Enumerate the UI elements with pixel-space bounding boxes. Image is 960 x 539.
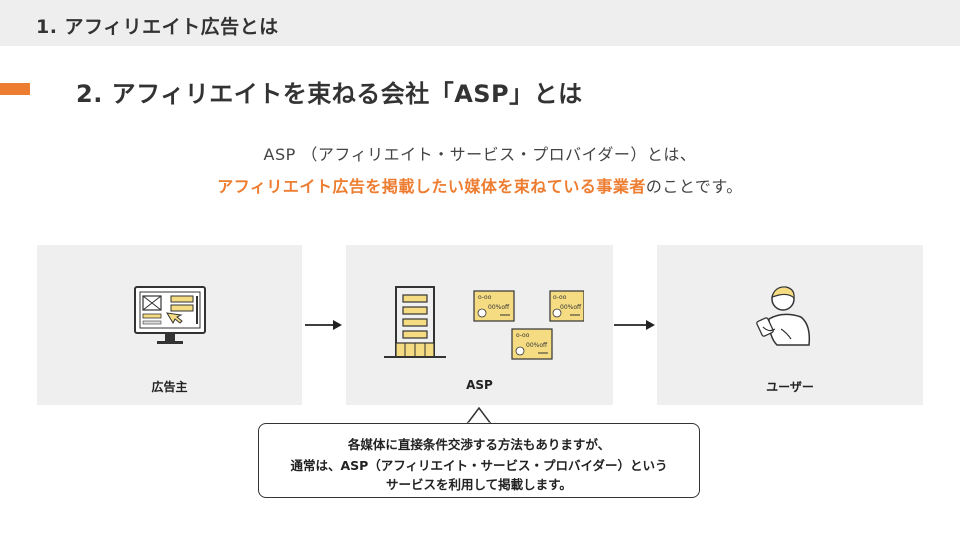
svg-text:00%off: 00%off — [560, 304, 582, 311]
advertiser-label: 広告主 — [151, 380, 188, 394]
page-title: 1. アフィリエイト広告とは — [36, 16, 279, 38]
arrow-right-icon — [614, 320, 655, 330]
arrow-right-icon — [305, 320, 342, 330]
section-title: 2. アフィリエイトを束ねる会社「ASP」とは — [76, 80, 583, 108]
intro-line-2: アフィリエイト広告を掲載したい媒体を束ねている事業者のことです。 — [0, 173, 960, 197]
svg-text:o-oo: o-oo — [553, 294, 567, 301]
intro-line-1: ASP （アフィリエイト・サービス・プロバイダー）とは、 — [263, 145, 697, 164]
intro-highlight: アフィリエイト広告を掲載したい媒体を束ねている事業者 — [217, 177, 646, 196]
callout-line-3: サービスを利用して掲載します。 — [386, 477, 572, 492]
svg-text:o-oo: o-oo — [478, 294, 492, 301]
user-panel: ユーザー — [657, 245, 923, 405]
callout-line-2: 通常は、ASP（アフィリエイト・サービス・プロバイダー）という — [290, 458, 668, 473]
user-label: ユーザー — [766, 380, 814, 394]
asp-panel: o-oo 00%off o-oo 00%off o-oo 00%off ASP — [346, 245, 613, 405]
asp-label: ASP — [466, 378, 493, 392]
user-smartphone-icon — [756, 286, 811, 346]
svg-text:00%off: 00%off — [526, 342, 548, 349]
intro-line-2-rest: のことです。 — [645, 177, 743, 196]
svg-text:o-oo: o-oo — [516, 332, 530, 339]
section-accent-mark — [0, 83, 30, 95]
callout-line-1: 各媒体に直接条件交渉する方法もありますが、 — [347, 437, 611, 452]
advertiser-monitor-icon — [134, 286, 206, 344]
svg-text:00%off: 00%off — [488, 304, 510, 311]
callout-box: 各媒体に直接条件交渉する方法もありますが、 通常は、ASP（アフィリエイト・サー… — [258, 423, 700, 498]
asp-building-media-icon: o-oo 00%off o-oo 00%off o-oo 00%off — [384, 286, 584, 360]
advertiser-panel: 広告主 — [37, 245, 302, 405]
top-bar: 1. アフィリエイト広告とは — [0, 0, 960, 46]
